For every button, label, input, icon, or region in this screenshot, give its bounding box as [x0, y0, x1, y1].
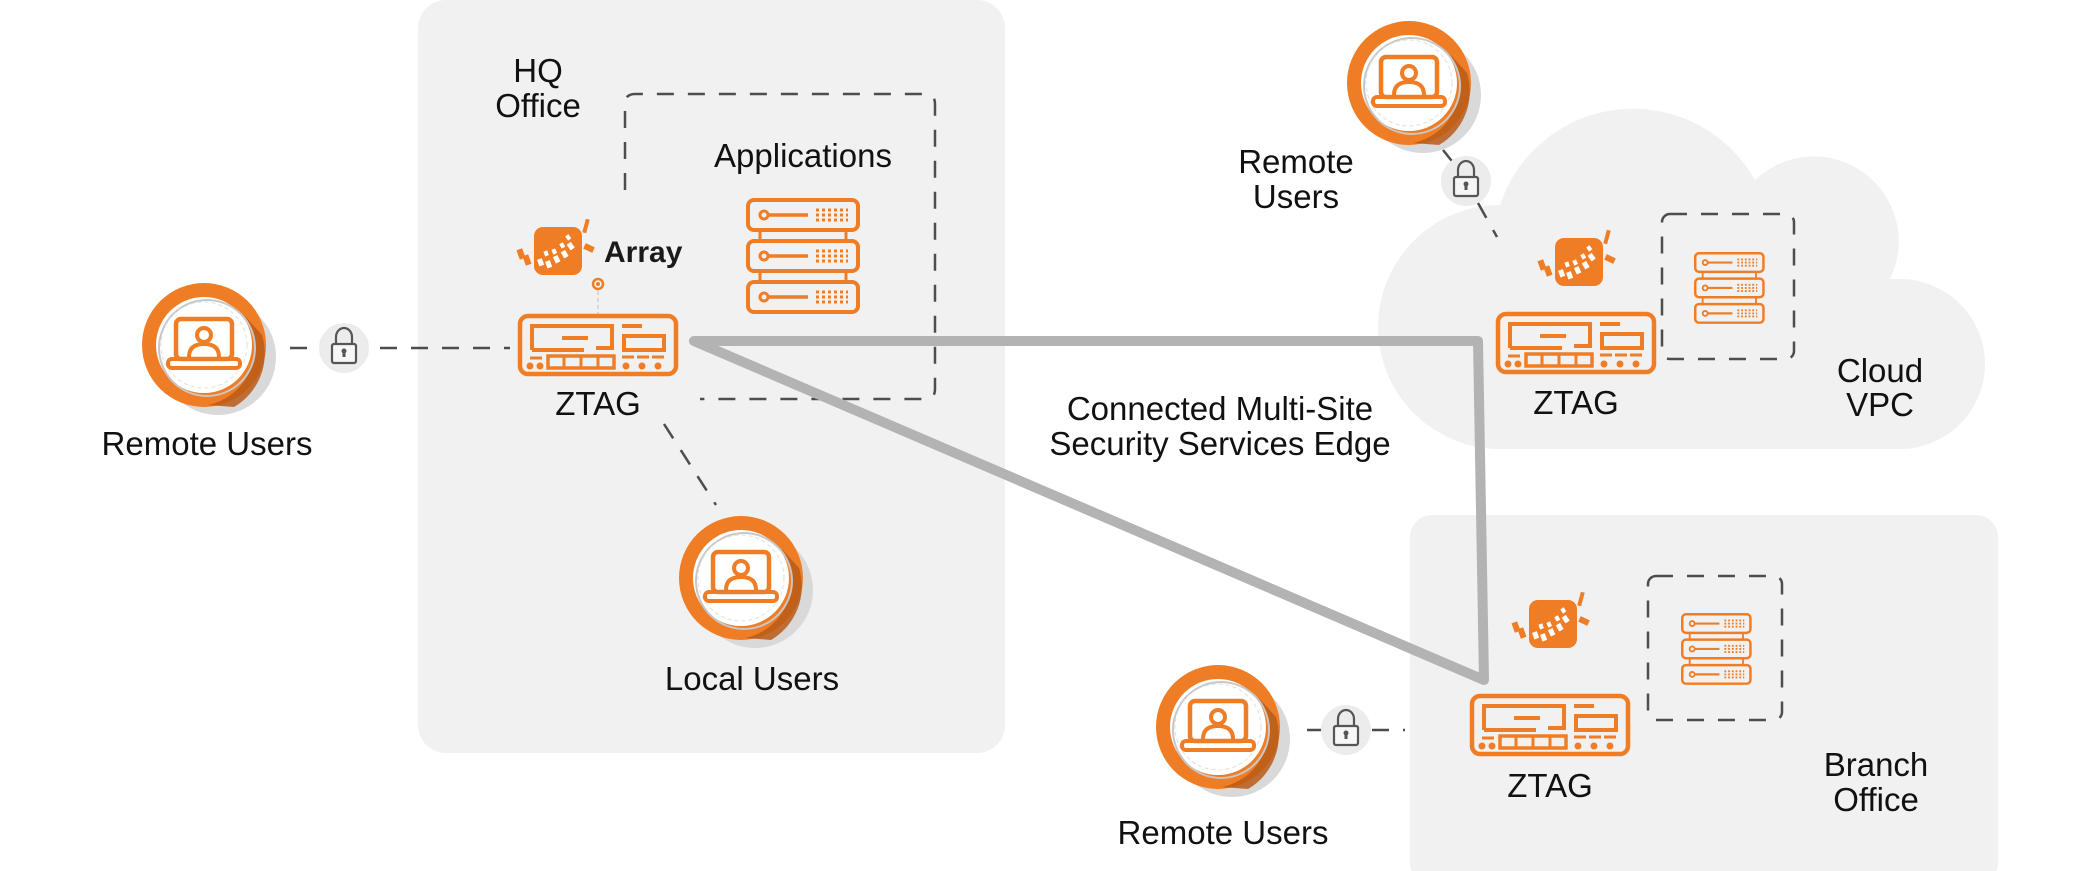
hq-ztag-label: ZTAG	[555, 385, 641, 422]
laptop-user-icon	[1347, 21, 1481, 153]
branch-ztag-appliance[interactable]: ZTAG	[1472, 696, 1628, 804]
hq-title-line2: Office	[495, 87, 581, 124]
cloud-remote-label-line1: Remote	[1238, 143, 1354, 180]
cloud-ztag-appliance[interactable]: ZTAG	[1498, 314, 1654, 421]
hq-title-line1: HQ	[513, 52, 563, 89]
remote-users-branch[interactable]: Remote Users	[1118, 665, 1329, 851]
remote-users-cloud[interactable]: Remote Users	[1238, 21, 1481, 215]
remote-users-left-label: Remote Users	[102, 425, 313, 462]
sse-label-line2: Security Services Edge	[1049, 425, 1390, 462]
local-users-connector	[662, 423, 718, 506]
branch-office-title-line2: Office	[1833, 781, 1919, 818]
local-users-label: Local Users	[665, 660, 839, 697]
lock-icon	[317, 321, 371, 375]
remote-users-left[interactable]: Remote Users	[102, 283, 313, 462]
cloud-vpc-panel	[1378, 108, 1985, 449]
status-dot-icon	[591, 277, 605, 291]
laptop-user-icon	[142, 283, 276, 415]
array-brand-text: Array	[604, 236, 683, 269]
cloud-remote-label-line2: Users	[1253, 178, 1339, 215]
laptop-user-icon	[1156, 665, 1290, 797]
cloud-vpc-title-line2: VPC	[1846, 386, 1914, 423]
hq-office-panel	[418, 0, 1005, 753]
hq-applications-box	[623, 92, 937, 401]
lock-icon	[1439, 154, 1493, 208]
sse-link-line	[689, 336, 1489, 685]
local-users[interactable]: Local Users	[665, 516, 839, 697]
cloud-remote-connector	[1476, 202, 1499, 238]
cloud-applications-box	[1660, 212, 1796, 361]
lock-icon	[1319, 703, 1373, 757]
branch-remote-label: Remote Users	[1118, 814, 1329, 851]
cloud-vpc-title-line1: Cloud	[1837, 352, 1923, 389]
cloud-ztag-label: ZTAG	[1533, 384, 1619, 421]
hq-ztag-appliance[interactable]: ZTAG	[520, 316, 676, 422]
applications-label: Applications	[714, 137, 892, 174]
branch-ztag-label: ZTAG	[1507, 767, 1593, 804]
branch-office-title-line1: Branch	[1824, 746, 1929, 783]
sse-label-line1: Connected Multi-Site	[1067, 390, 1373, 427]
branch-applications-box	[1646, 574, 1784, 722]
